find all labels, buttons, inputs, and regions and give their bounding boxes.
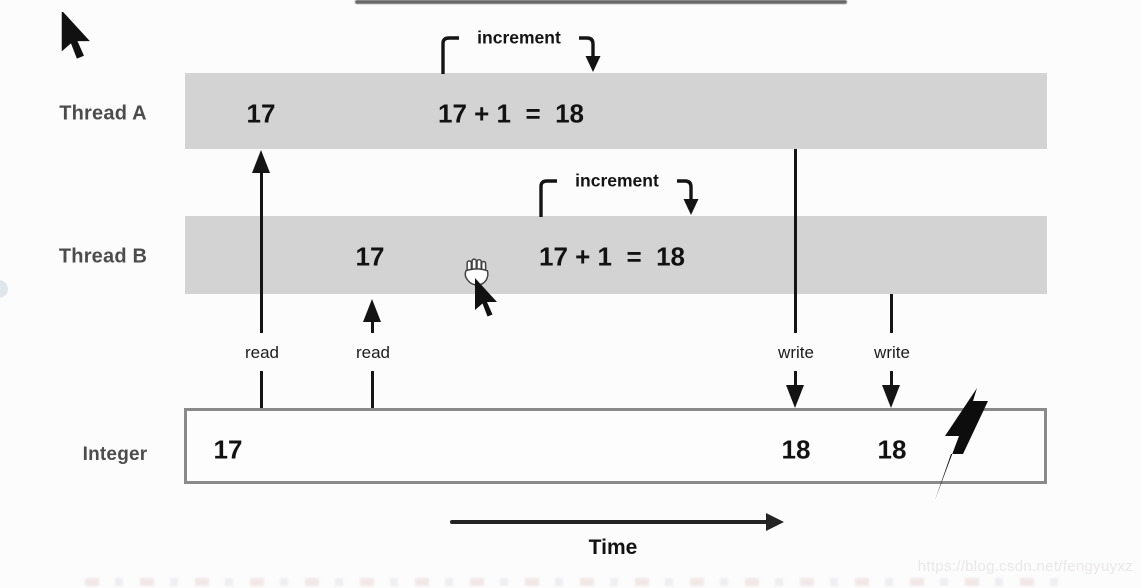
time-axis-arrowhead [766, 513, 784, 531]
thread-a-read-value: 17 [246, 98, 276, 129]
write-a-line [794, 149, 797, 333]
write-b-line-lower [890, 371, 893, 387]
thread-a-increment-callout: increment [441, 28, 601, 74]
watermark-url: https://blog.csdn.net/fengyuyxz [917, 558, 1133, 575]
hand-cursor-icon [464, 258, 489, 286]
lightning-bolt-icon [935, 388, 988, 500]
time-axis-label: Time [588, 536, 638, 559]
time-axis-line [450, 520, 770, 524]
read-a-label: read [244, 343, 280, 362]
write-a-label: write [778, 343, 814, 362]
write-a-line-lower [794, 371, 797, 387]
integer-value-box [184, 408, 1047, 484]
thread-b-timeline-bar [185, 216, 1047, 294]
write-b-label: write [874, 343, 910, 362]
thread-b-increment-expression: 17 + 1 = 18 [538, 241, 686, 272]
top-edge-artifact [355, 0, 847, 4]
integer-initial-value: 17 [213, 434, 243, 465]
thread-b-read-value: 17 [355, 241, 385, 272]
write-a-arrowhead [786, 385, 804, 408]
read-b-line-lower [371, 371, 374, 408]
write-b-arrowhead [882, 385, 900, 408]
left-edge-artifact [0, 280, 8, 298]
read-b-line [371, 320, 374, 333]
read-a-arrowhead [252, 150, 270, 173]
read-a-line-lower [260, 371, 263, 408]
integer-write-a-value: 18 [781, 434, 811, 465]
thread-a-row-label: Thread A [59, 102, 147, 125]
click-pointer-icon [475, 278, 497, 317]
read-b-arrowhead [363, 299, 381, 322]
read-a-line [260, 170, 263, 333]
mouse-pointer-icon [61, 12, 90, 59]
thread-a-timeline-bar [185, 73, 1047, 149]
thread-b-row-label: Thread B [58, 245, 148, 268]
thread-a-increment-expression: 17 + 1 = 18 [437, 98, 585, 129]
bottom-cropped-text-artifact [85, 578, 1060, 586]
integer-write-b-value: 18 [877, 434, 907, 465]
increment-arrowhead [585, 56, 601, 72]
increment-arrowhead [683, 199, 699, 215]
thread-b-increment-label: increment [575, 171, 659, 191]
thread-b-increment-callout: increment [539, 171, 699, 217]
integer-row-label: Integer [82, 444, 148, 465]
thread-a-increment-label: increment [477, 28, 561, 48]
write-b-line [890, 294, 893, 333]
read-b-label: read [355, 343, 391, 362]
